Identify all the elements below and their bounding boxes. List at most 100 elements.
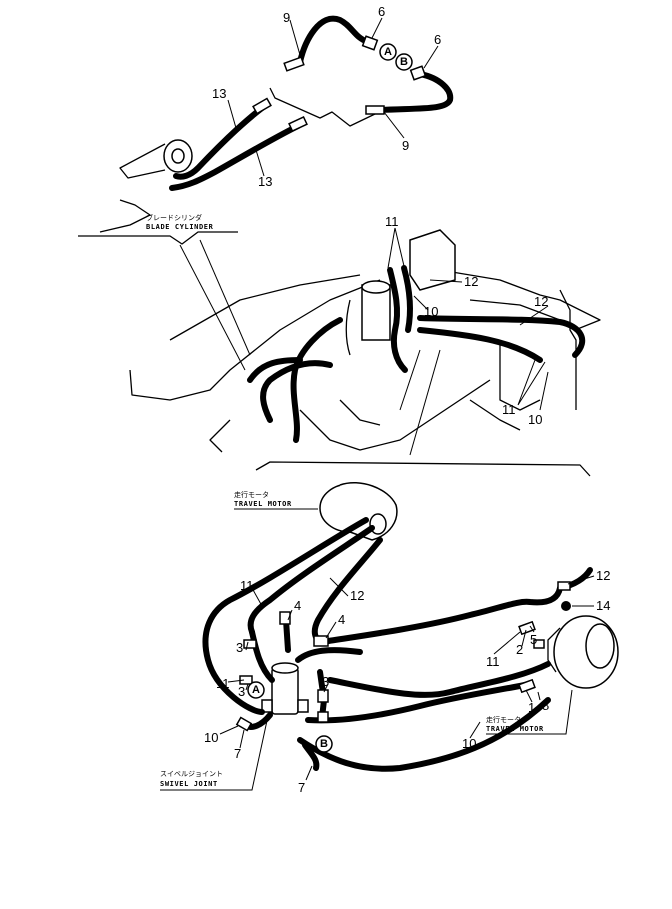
hose-fitting	[317, 711, 329, 723]
projection-line	[399, 349, 421, 411]
leader-line	[423, 45, 439, 69]
swivel-joint-port	[297, 699, 309, 713]
frame-outline	[299, 379, 491, 451]
port-b-letter: B	[320, 738, 328, 750]
callout-number: 10	[424, 304, 438, 319]
blade-cylinder-port	[171, 148, 185, 164]
callout-number: 6	[434, 32, 441, 47]
callout-number: 11	[385, 214, 399, 229]
callout-number: 11	[486, 654, 500, 669]
leader-line	[469, 721, 481, 739]
callout-number: 11	[502, 402, 516, 417]
port-b-circle	[315, 735, 333, 753]
travel-motor-right-flange	[547, 627, 561, 673]
leader-line	[305, 765, 313, 781]
hose-12-mid	[417, 315, 586, 358]
hose-4-link	[295, 647, 363, 663]
callout-number: 10	[204, 730, 218, 745]
port-a-circle	[379, 43, 397, 61]
hose-7-right	[302, 742, 320, 771]
machine-frame-view: 11 12 10 12 11 10	[129, 214, 601, 477]
leader-line	[325, 621, 337, 639]
callout-number: 4	[294, 598, 301, 613]
callout-number: 8	[542, 698, 549, 713]
leader-line	[287, 609, 293, 621]
leader-line	[539, 371, 549, 411]
leader-line	[567, 575, 595, 585]
callout-number: 10	[528, 412, 542, 427]
hose-11-lower	[247, 525, 375, 635]
leader-line	[227, 99, 237, 129]
leader-line	[289, 19, 301, 56]
leader-line	[383, 111, 405, 139]
blade-cylinder-label-en: BLADE CYLINDER	[146, 223, 214, 231]
swivel-joint-port	[261, 699, 273, 713]
leader-line	[227, 679, 245, 683]
leader-line	[413, 295, 429, 311]
projection-line	[409, 349, 441, 456]
swivel-joint-label-jp: スイベルジョイント	[160, 770, 223, 778]
travel-motor-upper-label-jp: 走行モータ	[234, 490, 269, 499]
hose-to-right-motor	[319, 585, 563, 645]
travel-motor-upper-label-en: TRAVEL MOTOR	[234, 500, 292, 508]
leader-line	[219, 725, 239, 735]
reference-line	[269, 87, 376, 127]
callout-number: 9	[402, 138, 409, 153]
hose-fitting	[317, 689, 329, 703]
leader-line	[160, 715, 269, 791]
hose-end-fitting	[283, 56, 305, 72]
frame-outline	[129, 279, 381, 401]
callout-number: 4	[338, 612, 345, 627]
callout-number: 9	[283, 10, 290, 25]
hose-front	[260, 360, 333, 423]
hose-fitting	[279, 611, 291, 625]
hose-fitting	[313, 635, 329, 647]
hose-fitting	[557, 581, 571, 591]
plug-14	[561, 601, 571, 611]
leader-line	[537, 691, 541, 701]
hose-bundle	[401, 265, 414, 333]
hose-fitting	[533, 639, 545, 649]
hose-13-lower	[169, 123, 301, 191]
hose-end-fitting	[252, 97, 272, 115]
leader-line	[245, 683, 249, 691]
hose-10-right	[297, 697, 551, 772]
callout-number: 12	[534, 294, 548, 309]
blade-cylinder-bracket	[99, 199, 151, 233]
frame-outline	[209, 419, 231, 453]
leader-line	[239, 729, 245, 749]
hose-3-left	[249, 629, 275, 683]
travel-motor-right-hub	[585, 623, 615, 669]
hose-9-upper	[297, 15, 371, 65]
hose-front	[290, 317, 343, 443]
callout-number: 11	[240, 578, 254, 593]
leader-line	[255, 149, 265, 177]
swivel-joint-cap	[271, 662, 299, 674]
hose-11-mid	[417, 327, 543, 363]
frame-outline	[169, 274, 361, 341]
frame-outline	[559, 289, 577, 410]
hose-bundle	[387, 267, 408, 373]
callout-number: 13	[212, 86, 226, 101]
swivel-hose	[345, 299, 351, 356]
leader-line	[486, 689, 573, 735]
callout-number: 3	[322, 674, 329, 689]
travel-motor-hose-assembly: 走行モータ TRAVEL MOTOR 走行モータ TRAVEL MOTOR スイ…	[160, 481, 619, 795]
leader-line	[519, 305, 549, 326]
hose-front	[247, 357, 303, 383]
projection-line	[179, 244, 246, 371]
hose-fitting	[243, 639, 257, 649]
callout-number: 6	[378, 4, 385, 19]
blade-cylinder-rod	[119, 143, 166, 179]
frame-outline	[469, 299, 561, 321]
callout-number: 3	[238, 684, 245, 699]
callout-number: 13	[258, 174, 272, 189]
hose-fitting	[235, 716, 253, 732]
leader-line	[521, 629, 527, 647]
swivel-joint-label-en: SWIVEL JOINT	[160, 780, 218, 788]
leader-line	[329, 577, 349, 597]
leader-line	[529, 625, 535, 633]
section-divider	[78, 231, 238, 245]
swivel-joint-body	[271, 667, 299, 715]
hose-11-right	[327, 661, 551, 698]
